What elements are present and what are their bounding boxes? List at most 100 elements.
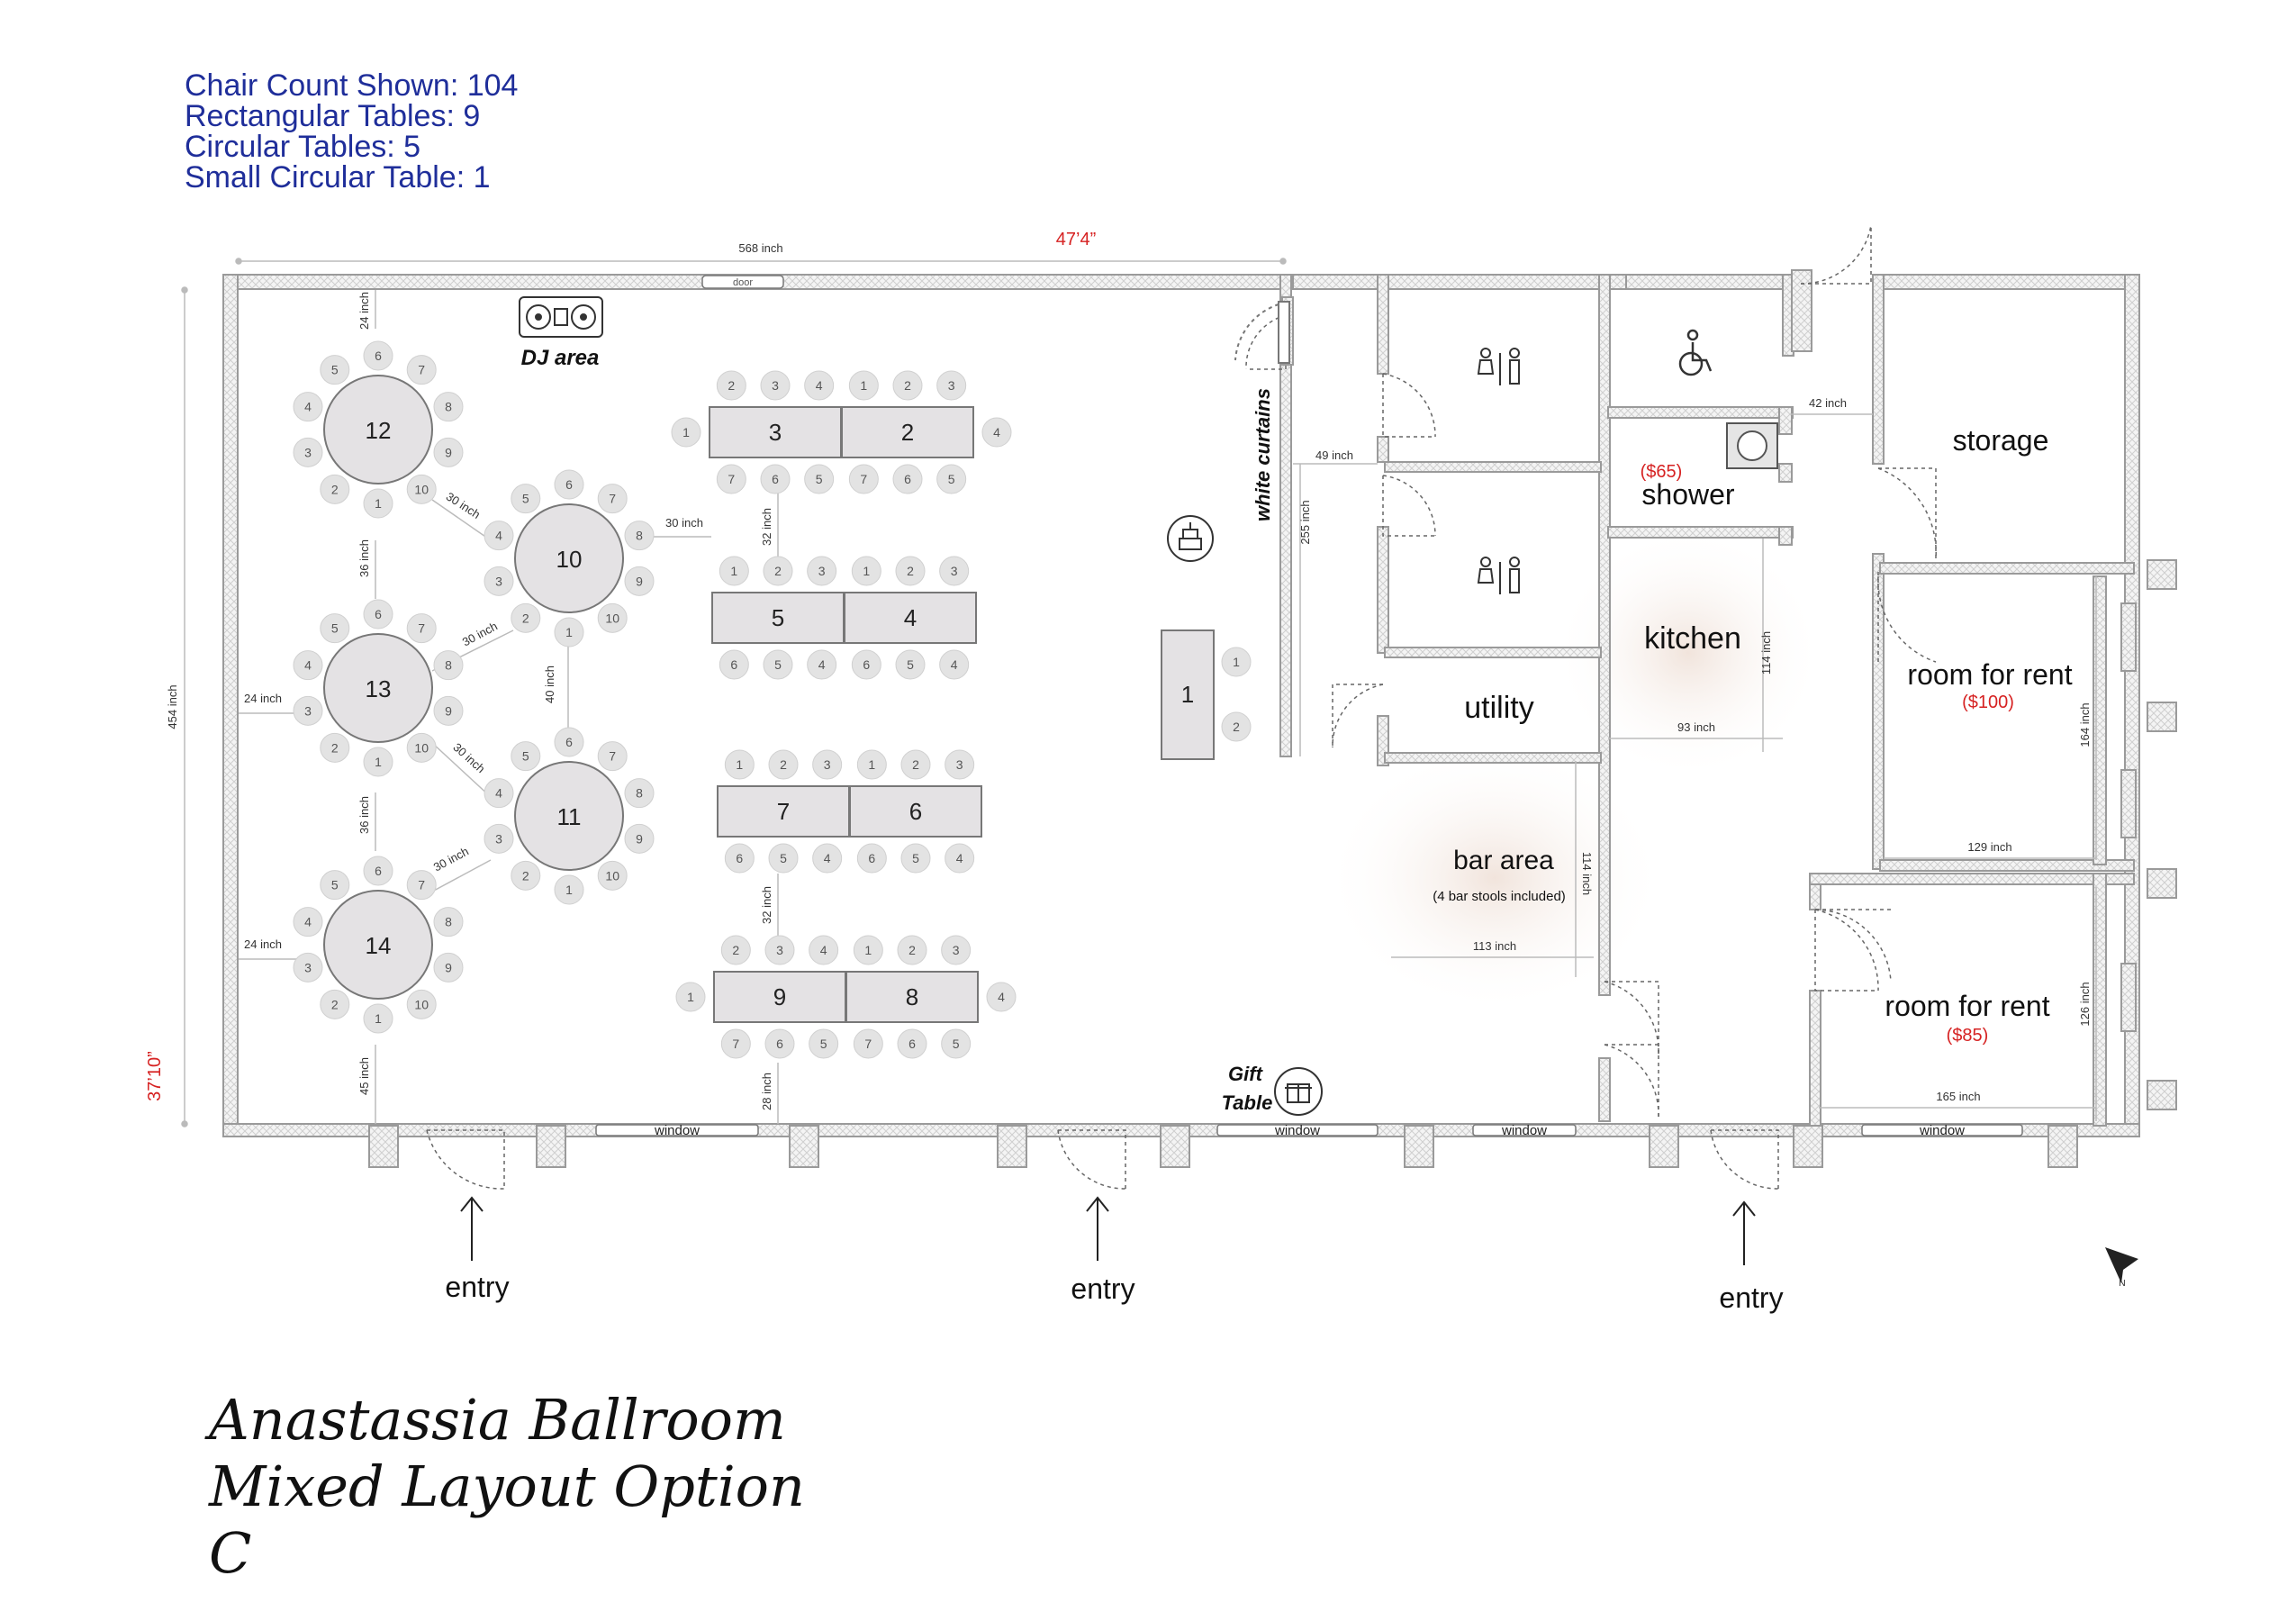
measure-93: 93 inch bbox=[1677, 720, 1715, 734]
svg-text:2: 2 bbox=[907, 564, 914, 578]
chair-t10-5: 5 bbox=[511, 484, 541, 514]
svg-text:1: 1 bbox=[687, 990, 694, 1004]
gift-label-1: Gift bbox=[1228, 1063, 1264, 1085]
svg-text:4: 4 bbox=[956, 851, 963, 865]
chair-r5-bot-4: 4 bbox=[807, 649, 837, 680]
svg-text:3: 3 bbox=[818, 564, 826, 578]
chair-r3-bot-5: 5 bbox=[804, 464, 835, 494]
svg-text:7: 7 bbox=[418, 621, 425, 636]
chair-t13-7: 7 bbox=[406, 613, 437, 644]
svg-text:3: 3 bbox=[948, 378, 955, 393]
chair-t10-2: 2 bbox=[511, 602, 541, 633]
chair-r8-top-3: 3 bbox=[941, 935, 972, 965]
svg-text:6: 6 bbox=[772, 472, 779, 486]
measure-24-top: 24 inch bbox=[357, 292, 371, 330]
window-label-2: window bbox=[1274, 1123, 1320, 1138]
svg-text:1: 1 bbox=[375, 755, 382, 769]
chair-r9-end-1: 1 bbox=[675, 982, 706, 1012]
measure-30-b: 30 inch bbox=[460, 620, 500, 649]
measure-129: 129 inch bbox=[1967, 840, 2011, 854]
chair-r8-end-4: 4 bbox=[986, 982, 1017, 1012]
chair-t13-3: 3 bbox=[293, 695, 323, 726]
chair-t11-6: 6 bbox=[554, 727, 584, 757]
svg-text:5: 5 bbox=[953, 1037, 960, 1051]
svg-text:2: 2 bbox=[1233, 720, 1240, 734]
chair-t14-2: 2 bbox=[320, 989, 350, 1019]
svg-text:7: 7 bbox=[732, 1037, 739, 1051]
dim-top-feet: 47’4” bbox=[1056, 230, 1096, 249]
cake-icon bbox=[1167, 515, 1214, 562]
svg-text:5: 5 bbox=[522, 492, 529, 506]
chair-r9-bot-5: 5 bbox=[809, 1028, 839, 1059]
chair-t12-8: 8 bbox=[433, 392, 464, 422]
svg-text:5: 5 bbox=[907, 657, 914, 672]
chair-t14-4: 4 bbox=[293, 907, 323, 937]
svg-text:14: 14 bbox=[366, 932, 392, 959]
small-circ-table-count: Small Circular Table: 1 bbox=[185, 160, 491, 195]
dimension-lines bbox=[181, 258, 2097, 1127]
bar-note: (4 bar stools included) bbox=[1433, 889, 1566, 904]
entry-label-1: entry bbox=[445, 1271, 509, 1303]
chair-r8-bot-7: 7 bbox=[853, 1028, 883, 1059]
svg-text:2: 2 bbox=[728, 378, 735, 393]
chair-r7-top-3: 3 bbox=[812, 749, 843, 780]
room-kitchen: kitchen bbox=[1644, 621, 1741, 656]
chair-r4-top-2: 2 bbox=[895, 556, 926, 586]
measure-42: 42 inch bbox=[1809, 396, 1847, 410]
svg-text:6: 6 bbox=[904, 472, 911, 486]
svg-text:10: 10 bbox=[414, 740, 429, 755]
chair-t10-3: 3 bbox=[484, 566, 514, 596]
chair-r1-side-2: 2 bbox=[1221, 711, 1252, 742]
chair-t12-2: 2 bbox=[320, 474, 350, 504]
window-label-4: window bbox=[1919, 1123, 1965, 1138]
svg-text:4: 4 bbox=[304, 658, 312, 673]
entry-label-2: entry bbox=[1071, 1272, 1134, 1305]
chair-r5-top-3: 3 bbox=[807, 556, 837, 586]
svg-text:1: 1 bbox=[375, 496, 382, 511]
rent-2-price: ($85) bbox=[1947, 1026, 1989, 1046]
north-arrow-icon: N bbox=[2105, 1247, 2138, 1289]
measure-164: 164 inch bbox=[2078, 702, 2092, 747]
svg-text:4: 4 bbox=[816, 378, 823, 393]
chair-t13-8: 8 bbox=[433, 650, 464, 681]
svg-text:6: 6 bbox=[736, 851, 743, 865]
svg-text:2: 2 bbox=[908, 943, 916, 957]
svg-text:4: 4 bbox=[951, 657, 958, 672]
measure-165: 165 inch bbox=[1936, 1090, 1980, 1103]
chair-r3-bot-6: 6 bbox=[760, 464, 791, 494]
chair-r6-top-1: 1 bbox=[856, 749, 887, 780]
svg-text:3: 3 bbox=[769, 419, 782, 446]
wall-piers bbox=[368, 269, 2177, 1168]
chair-r4-bot-5: 5 bbox=[895, 649, 926, 680]
svg-text:6: 6 bbox=[565, 477, 573, 492]
svg-text:1: 1 bbox=[375, 1011, 382, 1026]
svg-text:1: 1 bbox=[565, 625, 573, 639]
svg-text:2: 2 bbox=[732, 943, 739, 957]
chair-t13-1: 1 bbox=[363, 747, 393, 777]
measure-36-b: 36 inch bbox=[357, 796, 371, 834]
curtains-label: white curtains bbox=[1252, 388, 1274, 521]
chair-t11-9: 9 bbox=[624, 823, 655, 854]
svg-text:7: 7 bbox=[609, 749, 616, 764]
svg-text:2: 2 bbox=[522, 611, 529, 625]
svg-text:9: 9 bbox=[773, 983, 786, 1010]
measure-45: 45 inch bbox=[357, 1057, 371, 1095]
chair-r3-end-1: 1 bbox=[671, 417, 701, 448]
chair-t12-6: 6 bbox=[363, 340, 393, 371]
window-label-3: window bbox=[1501, 1123, 1547, 1138]
measure-114-bar: 114 inch bbox=[1580, 852, 1594, 895]
dim-left-feet: 37’10” bbox=[145, 1051, 165, 1101]
svg-text:1: 1 bbox=[1233, 655, 1240, 669]
svg-text:3: 3 bbox=[304, 445, 312, 459]
chair-t11-8: 8 bbox=[624, 778, 655, 809]
rect-table-6: 6 bbox=[849, 785, 982, 838]
chair-r6-top-2: 2 bbox=[900, 749, 931, 780]
measure-126: 126 inch bbox=[2078, 982, 2092, 1026]
measure-113: 113 inch bbox=[1473, 939, 1516, 953]
chair-r5-top-1: 1 bbox=[719, 556, 749, 586]
chair-r3-top-2: 2 bbox=[716, 370, 746, 401]
svg-text:7: 7 bbox=[418, 363, 425, 377]
svg-text:5: 5 bbox=[912, 851, 919, 865]
chair-r2-top-3: 3 bbox=[936, 370, 967, 401]
svg-text:5: 5 bbox=[331, 621, 339, 636]
